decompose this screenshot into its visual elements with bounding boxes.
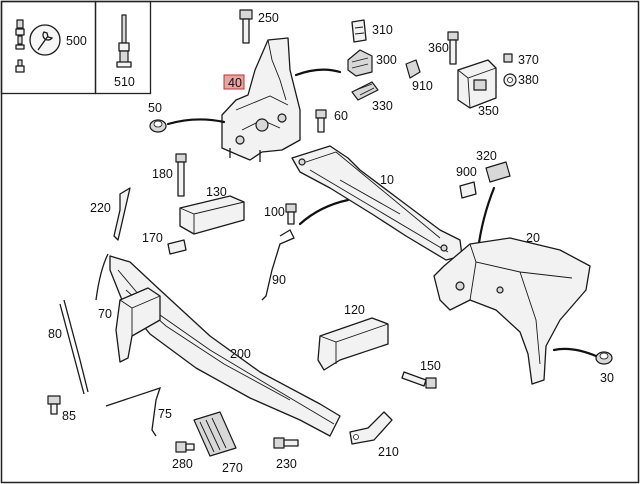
part-80-strip xyxy=(59,299,89,395)
callout-70: 70 xyxy=(98,307,112,321)
part-40-bracket xyxy=(221,37,301,162)
callout-40: 40 xyxy=(228,76,242,90)
callout-85: 85 xyxy=(62,409,76,423)
part-330-pad xyxy=(351,81,379,101)
callout-100: 100 xyxy=(264,205,285,219)
part-75-rod xyxy=(105,386,162,437)
callout-500: 500 xyxy=(66,34,87,48)
callout-150: 150 xyxy=(420,359,441,373)
part-510-rivet xyxy=(116,14,132,68)
part-250-bolt xyxy=(239,9,253,44)
callout-20: 20 xyxy=(526,231,540,245)
part-180-bolt xyxy=(175,153,187,197)
part-300-latch xyxy=(347,49,373,77)
part-360-bolt xyxy=(447,31,459,65)
part-170-bracket xyxy=(167,239,187,255)
bumper-edge-line xyxy=(95,253,109,301)
part-60-bolt xyxy=(315,109,327,133)
part-70-bracket xyxy=(115,287,161,363)
part-380-ring xyxy=(503,73,517,87)
part-100-bolt xyxy=(285,203,297,225)
legend-box xyxy=(0,0,152,95)
part-900-connector xyxy=(459,181,477,199)
part-130-reinforcement xyxy=(179,195,245,235)
callout-60: 60 xyxy=(334,109,348,123)
callout-170: 170 xyxy=(142,231,163,245)
callout-40-highlight xyxy=(223,74,245,90)
part-30-grommet xyxy=(595,351,613,365)
callout-210: 210 xyxy=(378,445,399,459)
part-120-bracket xyxy=(317,317,389,371)
callout-330: 330 xyxy=(372,99,393,113)
callout-300: 300 xyxy=(376,53,397,67)
callout-50: 50 xyxy=(148,101,162,115)
callout-310: 310 xyxy=(372,23,393,37)
callout-270: 270 xyxy=(222,461,243,475)
part-370-nut xyxy=(503,53,513,63)
part-500-fasteners xyxy=(15,19,61,73)
part-50-grommet xyxy=(149,119,167,133)
part-280-bolt xyxy=(175,441,195,453)
part-20-carrier xyxy=(433,237,591,385)
part-230-bolt xyxy=(273,437,299,449)
callout-910: 910 xyxy=(412,79,433,93)
part-210-bracket xyxy=(349,411,393,445)
callout-220: 220 xyxy=(90,201,111,215)
part-350-housing xyxy=(457,59,497,109)
part-90-rod xyxy=(261,229,295,301)
callout-230: 230 xyxy=(276,457,297,471)
callout-380: 380 xyxy=(518,73,539,87)
callout-250: 250 xyxy=(258,11,279,25)
part-150-bolt xyxy=(401,371,437,389)
wrench-icon xyxy=(37,31,54,51)
callout-80: 80 xyxy=(48,327,62,341)
part-270-absorber xyxy=(193,411,237,457)
part-310-clip xyxy=(351,19,367,43)
callout-320: 320 xyxy=(476,149,497,163)
callout-75: 75 xyxy=(158,407,172,421)
callout-180: 180 xyxy=(152,167,173,181)
callout-360: 360 xyxy=(428,41,449,55)
part-320-connector xyxy=(485,161,511,183)
callout-120: 120 xyxy=(344,303,365,317)
callout-280: 280 xyxy=(172,457,193,471)
callout-130: 130 xyxy=(206,185,227,199)
callout-30: 30 xyxy=(600,371,614,385)
part-220-strip xyxy=(113,187,131,241)
part-10-crossmember xyxy=(291,145,463,261)
callout-510: 510 xyxy=(114,75,135,89)
callout-10: 10 xyxy=(380,173,394,187)
part-200-bumper-beam xyxy=(109,255,341,437)
part-910-clip xyxy=(405,59,421,79)
callout-370: 370 xyxy=(518,53,539,67)
callout-900: 900 xyxy=(456,165,477,179)
callout-350: 350 xyxy=(478,104,499,118)
callout-200: 200 xyxy=(230,347,251,361)
callout-90: 90 xyxy=(272,273,286,287)
part-85-bolt xyxy=(47,395,61,415)
